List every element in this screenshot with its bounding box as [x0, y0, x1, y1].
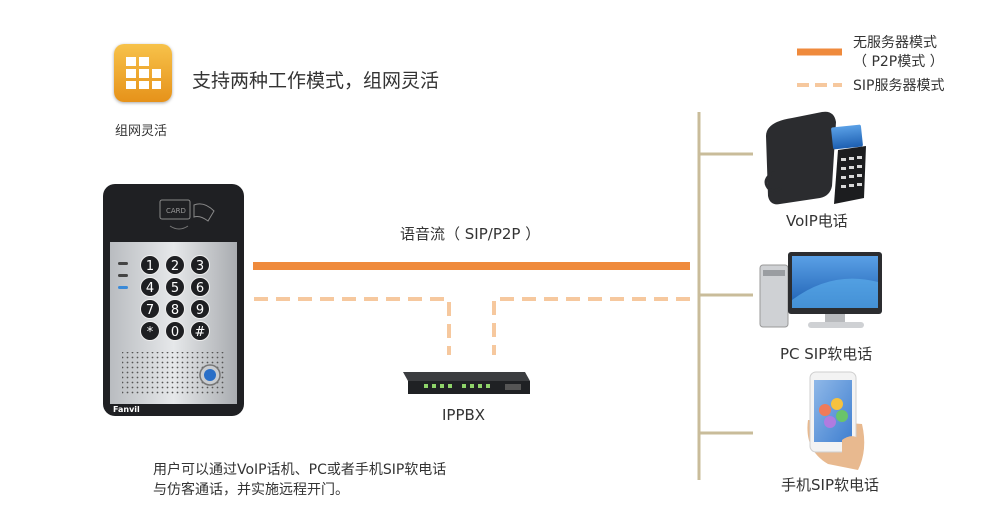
legend-solid-label-1: 无服务器模式: [853, 35, 937, 51]
keypad-key-label: 5: [171, 281, 179, 296]
keypad-key-label: 6: [196, 281, 204, 296]
sip-dashed-right: [492, 297, 690, 355]
ippbx-label: IPPBX: [442, 406, 485, 424]
keypad: 1 2 3 4 5 6 7 8 9 * 0 #: [140, 255, 210, 341]
legend-dashed-label: SIP服务器模式: [853, 78, 944, 94]
brand-label: Fanvil: [113, 405, 140, 414]
headline: 支持两种工作模式，组网灵活: [192, 70, 440, 92]
card-label: CARD: [166, 207, 186, 215]
keypad-key: [165, 299, 185, 319]
ippbx-device: [403, 372, 530, 394]
keypad-key: [140, 321, 160, 341]
keypad-key: [165, 277, 185, 297]
keypad-key-label: 4: [146, 281, 154, 296]
keypad-key: [140, 255, 160, 275]
keypad-key-label: 0: [171, 325, 179, 340]
keypad-key: [190, 299, 210, 319]
voip-phone-label: VoIP电话: [786, 212, 848, 230]
keypad-key-label: *: [147, 325, 154, 340]
keypad-key: [190, 277, 210, 297]
description-line-1: 用户可以通过VoIP话机、PC或者手机SIP软电话: [153, 461, 446, 478]
keypad-key-label: 1: [146, 259, 154, 274]
keypad-key-label: 8: [171, 303, 179, 318]
intercom-device: CARD 1 2 3 4 5 6 7 8 9 * 0 # Fanvil: [103, 184, 244, 416]
mobile-sip-label: 手机SIP软电话: [781, 476, 879, 494]
pc-device: [759, 252, 882, 328]
description-line-2: 与仿客通话，并实施远程开门。: [153, 481, 349, 498]
keypad-key: [140, 299, 160, 319]
keypad-key: [190, 255, 210, 275]
app-grid-icon: [114, 44, 172, 102]
keypad-key-label: 2: [171, 259, 179, 274]
keypad-key-label: 7: [146, 303, 154, 318]
keypad-key: [140, 277, 160, 297]
sip-dashed-left: [254, 297, 451, 355]
voip-phone-device: [764, 111, 866, 205]
keypad-key: [190, 321, 210, 341]
keypad-key-label: #: [195, 325, 206, 340]
keypad-key: [165, 255, 185, 275]
legend-solid-label-2: （ P2P模式 ）: [853, 54, 944, 70]
keypad-key-label: 9: [196, 303, 204, 318]
mobile-phone-device: [807, 371, 865, 470]
stream-label: 语音流（ SIP/P2P ）: [400, 225, 540, 243]
icon-label: 组网灵活: [115, 124, 168, 139]
keypad-key-label: 3: [196, 259, 204, 274]
keypad-key: [165, 321, 185, 341]
pc-sip-label: PC SIP软电话: [780, 345, 872, 363]
